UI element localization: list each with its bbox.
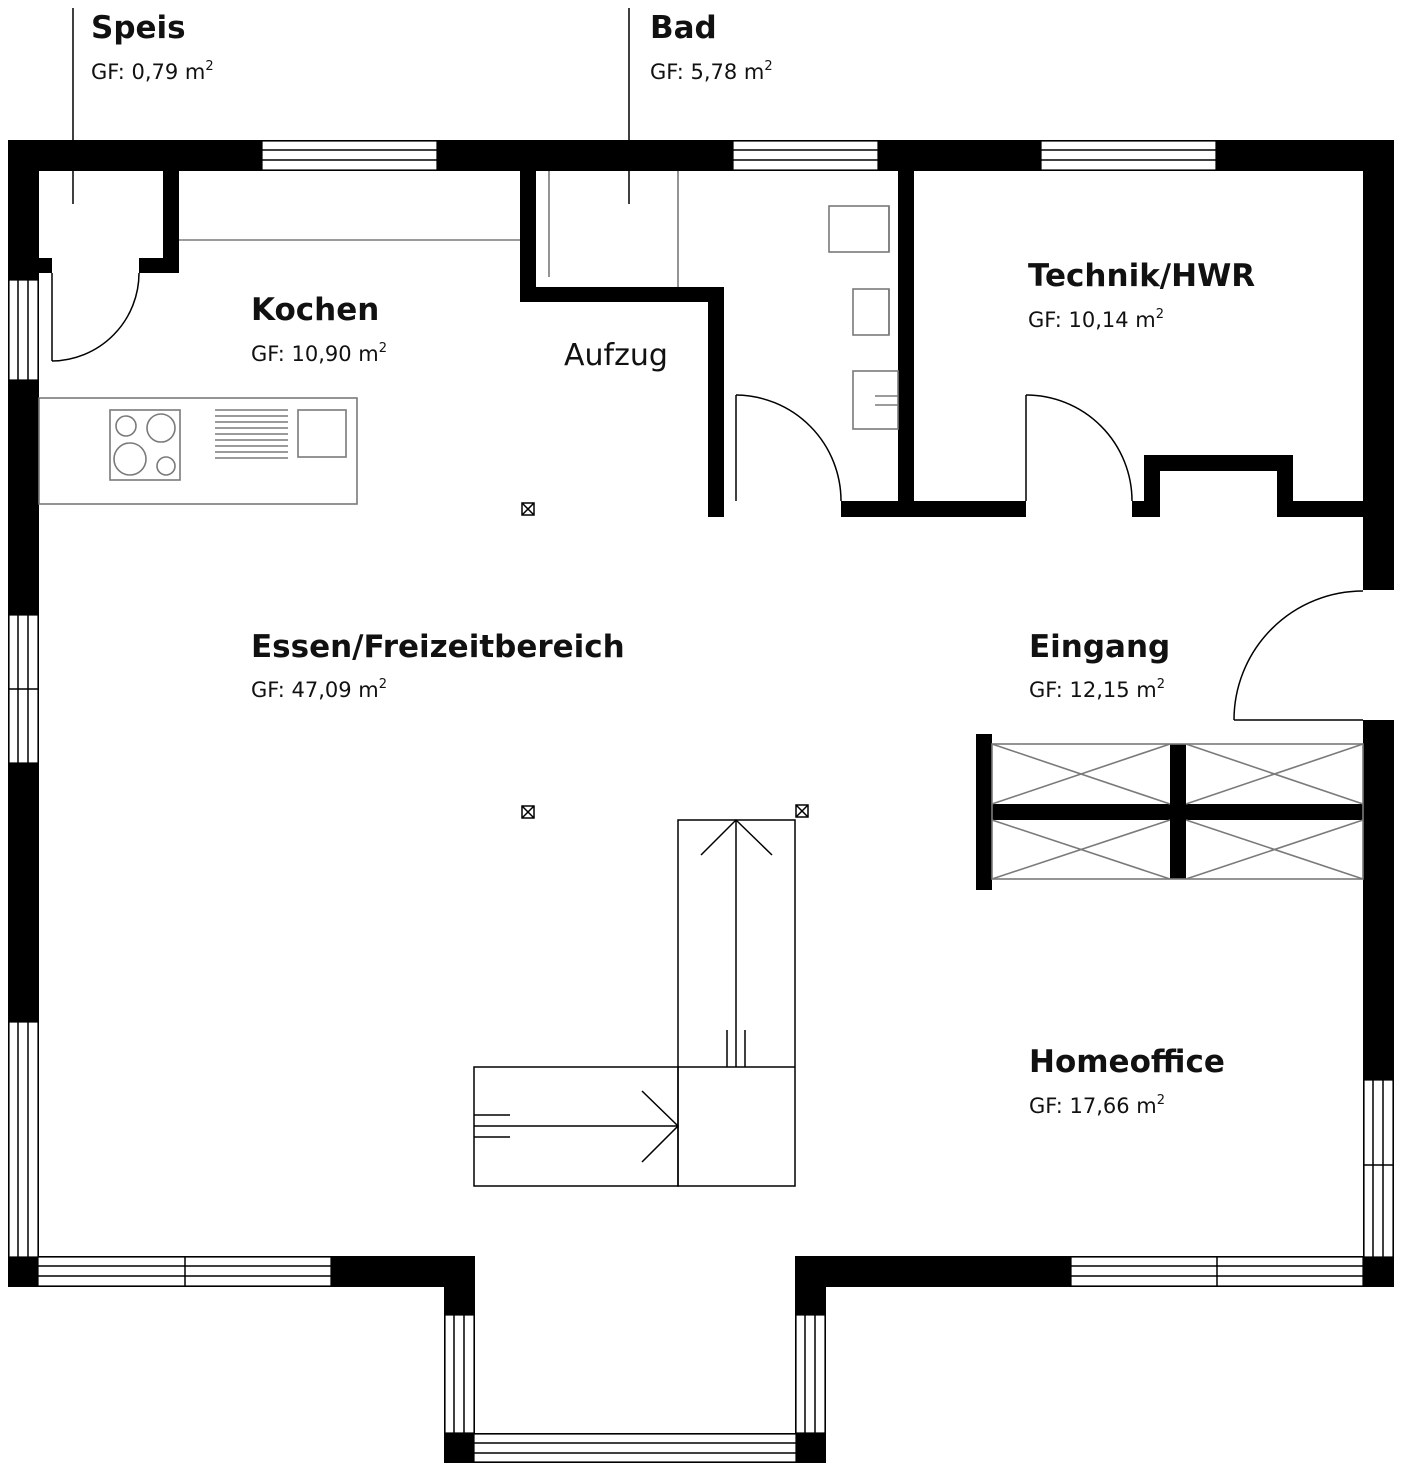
column-icon	[795, 804, 809, 818]
window-bottom-left	[37, 1256, 332, 1287]
room-label-kochen: Kochen GF: 10,90 m2	[251, 292, 387, 366]
staircase	[473, 818, 796, 1187]
room-area-eingang: GF: 12,15 m2	[1029, 677, 1165, 702]
windows	[8, 140, 1394, 1463]
cooktop-icon	[109, 409, 181, 481]
column-icon	[521, 805, 535, 819]
bathroom-fixtures	[828, 205, 899, 430]
door-entrance	[1233, 590, 1364, 721]
room-name-technik: Technik/HWR	[1028, 258, 1255, 294]
window-right-homeoffice	[1363, 1079, 1394, 1258]
door-bad	[735, 394, 842, 502]
drainboard-icon	[215, 409, 288, 459]
window-top-technik	[1040, 140, 1217, 171]
room-name-speis: Speis	[91, 10, 186, 46]
room-area-bad: GF: 5,78 m2	[650, 59, 773, 84]
bidet-icon	[852, 288, 890, 336]
room-label-homeoffice: Homeoffice GF: 17,66 m2	[1029, 1044, 1225, 1118]
room-area-kochen: GF: 10,90 m2	[251, 341, 387, 366]
window-top-bath	[732, 140, 879, 171]
room-name-homeoffice: Homeoffice	[1029, 1044, 1225, 1080]
kitchen-fixtures	[38, 239, 520, 505]
room-name-bad: Bad	[650, 10, 717, 46]
room-name-eingang: Eingang	[1029, 629, 1170, 665]
door-speis	[51, 272, 140, 362]
window-left-upper	[8, 279, 39, 381]
elevator-label: Aufzug	[564, 338, 668, 373]
window-bay-left	[444, 1314, 475, 1434]
window-bay-bottom	[473, 1433, 797, 1463]
column-icon	[521, 502, 535, 516]
window-bay-right	[795, 1314, 826, 1434]
room-area-homeoffice: GF: 17,66 m2	[1029, 1093, 1165, 1118]
room-area-speis: GF: 0,79 m2	[91, 59, 214, 84]
elevator-shaft	[548, 171, 679, 287]
columns	[521, 502, 809, 819]
room-area-technik: GF: 10,14 m2	[1028, 307, 1164, 332]
room-name-kochen: Kochen	[251, 292, 379, 328]
sink-icon	[297, 409, 347, 458]
room-label-essen: Essen/Freizeitbereich GF: 47,09 m2	[251, 629, 625, 702]
stair-arrow-right-icon	[474, 1090, 680, 1163]
leader-lines	[72, 8, 630, 204]
wardrobe	[976, 734, 1364, 890]
window-bottom-right	[1070, 1256, 1364, 1287]
window-left-middle	[8, 614, 39, 764]
window-left-lower	[8, 1021, 39, 1258]
room-label-eingang: Eingang GF: 12,15 m2	[1029, 629, 1170, 702]
doors	[51, 272, 1364, 721]
room-label-technik: Technik/HWR GF: 10,14 m2	[1028, 258, 1255, 332]
room-area-essen: GF: 47,09 m2	[251, 677, 387, 702]
washbasin-icon	[852, 370, 899, 430]
room-label-bad: Bad GF: 5,78 m2	[650, 10, 773, 84]
window-top-kitchen	[261, 140, 438, 171]
room-name-essen: Essen/Freizeitbereich	[251, 629, 625, 665]
stair-arrow-up-icon	[700, 818, 773, 1067]
toilet-icon	[828, 205, 890, 253]
room-label-speis: Speis GF: 0,79 m2	[91, 10, 214, 84]
kitchen-counter	[38, 397, 358, 505]
door-technik	[1025, 394, 1133, 502]
interior-walls	[38, 170, 1367, 517]
